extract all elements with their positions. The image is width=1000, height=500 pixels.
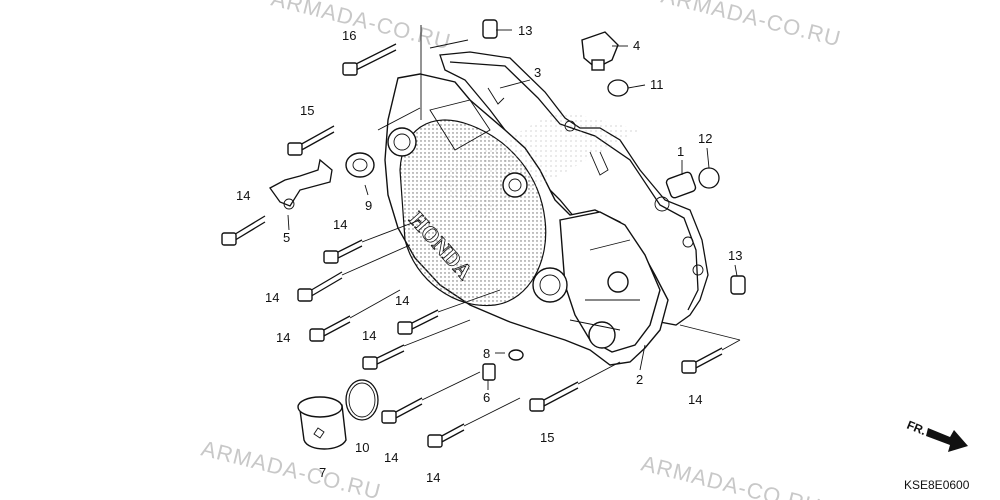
gasket-hole	[692, 264, 704, 276]
callout-12: 12	[698, 131, 712, 146]
oil-seal-inner	[352, 158, 368, 172]
bolt-16	[342, 43, 397, 76]
rib	[429, 99, 491, 151]
callout-4: 4	[633, 38, 640, 53]
gasket-hole	[654, 196, 670, 212]
bolt-14-f	[362, 344, 405, 370]
arrow-icon	[926, 428, 968, 452]
callout-6: 6	[483, 390, 490, 405]
callout-14-i: 14	[688, 392, 702, 407]
callout-14-e: 14	[395, 293, 409, 308]
filler-port	[502, 172, 528, 198]
oil-filler-cap	[581, 31, 619, 69]
gasket-tab	[487, 87, 505, 105]
clamp-hole	[283, 198, 295, 210]
filler-port-inner	[508, 178, 522, 192]
callout-14-a: 14	[236, 188, 250, 203]
bolt-14-b	[323, 239, 363, 264]
gasket-tab	[589, 151, 609, 176]
boss-upper-left	[387, 127, 417, 157]
callout-13b: 13	[728, 248, 742, 263]
o-ring-11	[607, 79, 629, 97]
callout-14-g: 14	[384, 450, 398, 465]
callout-2: 2	[636, 372, 643, 387]
callout-8: 8	[483, 346, 490, 361]
callout-5: 5	[283, 230, 290, 245]
callout-14-b: 14	[333, 217, 347, 232]
clamp-stay	[269, 158, 333, 207]
callout-15b: 15	[540, 430, 554, 445]
callout-14-d: 14	[276, 330, 290, 345]
gasket-inner	[449, 61, 699, 311]
watermark-bottom-right: ARMADA-CO.RU	[639, 451, 824, 500]
timing-cap-socket	[313, 427, 325, 439]
bolt-14-e	[397, 309, 439, 335]
coolant-port	[588, 321, 616, 349]
bolt-14-i	[681, 347, 723, 374]
bolt-15b	[529, 381, 579, 412]
callout-14-f: 14	[362, 328, 376, 343]
callout-11: 11	[650, 77, 664, 92]
sealing-washer	[508, 349, 524, 361]
callout-14-c: 14	[265, 290, 279, 305]
shading-stripes	[430, 110, 640, 220]
callout-3: 3	[534, 65, 541, 80]
callout-10: 10	[355, 440, 369, 455]
bolt-14-a	[221, 215, 266, 246]
dowel-pin-13b	[730, 275, 746, 295]
callout-14-h: 14	[426, 470, 440, 485]
oil-filler-cap-stem	[591, 59, 605, 71]
watermark-top: ARMADA-CO.RU	[269, 0, 454, 54]
callout-1: 1	[677, 144, 684, 159]
bolt-14-c	[297, 271, 343, 302]
drain-bolt	[482, 363, 496, 381]
watermark-top-right: ARMADA-CO.RU	[659, 0, 844, 51]
o-ring-10-inner	[348, 382, 376, 418]
timing-cap-top	[297, 396, 343, 418]
o-ring-10	[345, 379, 379, 421]
coolant-port	[607, 271, 629, 293]
bolt-14-d	[309, 315, 351, 342]
oil-seal-port-inner	[539, 274, 561, 296]
diagram-code: KSE8E0600	[904, 478, 970, 492]
o-ring-12	[698, 167, 720, 189]
front-direction-arrow: FR.	[905, 418, 968, 452]
bolt-15a	[287, 125, 335, 156]
callout-16: 16	[342, 28, 356, 43]
callout-13: 13	[518, 23, 532, 38]
bolt-14-h	[427, 423, 465, 448]
oil-seal	[345, 152, 375, 178]
leader-lines	[287, 25, 741, 427]
front-direction-label: FR.	[905, 418, 928, 438]
callout-15: 15	[300, 103, 314, 118]
dowel-pin-13a	[482, 19, 498, 39]
collar	[665, 171, 697, 199]
gasket-hole	[682, 236, 694, 248]
callout-9: 9	[365, 198, 372, 213]
bolt-14-g	[381, 397, 423, 424]
oil-seal-port	[532, 267, 568, 303]
rib	[569, 239, 640, 331]
boss-upper-left-inner	[393, 133, 411, 151]
callout-7: 7	[319, 465, 326, 480]
